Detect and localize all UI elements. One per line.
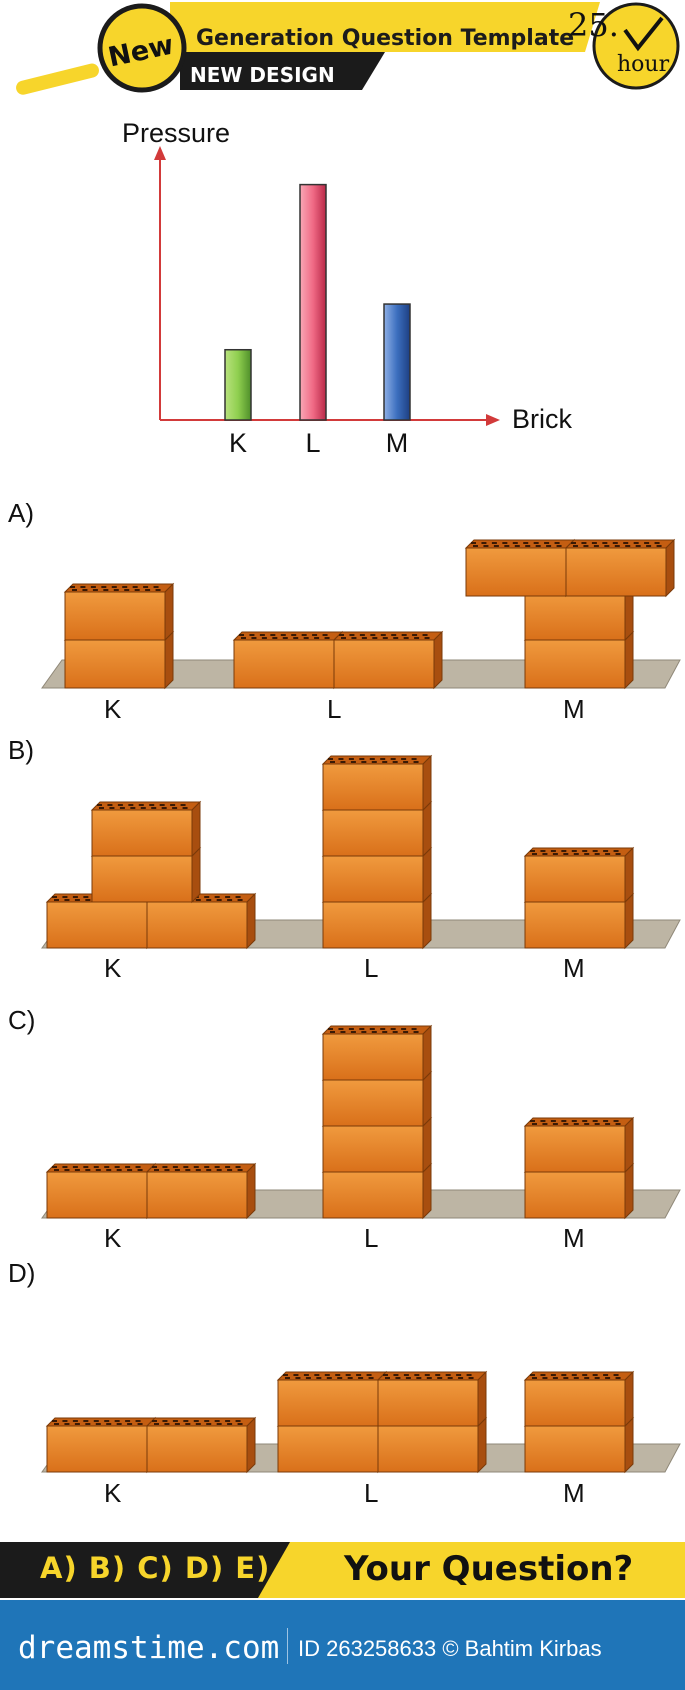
scene-b-k-label: K [104,953,122,983]
brick-a-8 [564,538,676,598]
clock-number: 25. [568,6,619,44]
scene-b-l-label: L [364,953,379,983]
x-axis-arrow [486,414,500,426]
brick-a-1 [63,630,175,690]
scene-d [41,1370,681,1474]
option-b-label: B) [8,735,34,765]
scene-c-k-label: K [104,1223,122,1253]
scene-a-m-label: M [563,694,585,724]
watermark-bar [0,1600,685,1690]
chart-xlabel: Brick [512,404,572,434]
brick-a-4 [332,630,444,690]
pressure-bar-chart: K L M [154,146,500,458]
scene-c [41,1024,681,1220]
header-graphic [16,2,680,95]
scene-a-l-label: L [327,694,342,724]
scene-a-k-label: K [104,694,122,724]
brick-c-8 [523,1116,635,1174]
option-d-label: D) [8,1258,36,1288]
brick-b-4 [90,800,202,858]
brick-d-2 [145,1416,257,1474]
brick-a-3 [232,630,344,690]
header-banner: New Generation Question Template NEW DES… [0,0,685,95]
brick-d-8 [523,1370,635,1428]
brick-b-10 [523,846,635,904]
header-title: Generation Question Template [196,26,575,51]
chart-ylabel: Pressure [122,118,231,148]
scene-b-m-label: M [563,953,585,983]
brick-scenes [41,538,681,1474]
scene-c-m-label: M [563,1223,585,1253]
bar-k [224,348,252,421]
y-axis-arrow [154,146,166,160]
option-c-label: C) [8,1005,36,1035]
answer-choices: A) B) C) D) E) [40,1551,271,1585]
scene-d-m-label: M [563,1478,585,1508]
brick-b-6 [321,846,433,904]
your-question-prompt: Your Question? [344,1549,634,1589]
scene-a [41,538,681,690]
brick-b-8 [321,754,433,812]
brick-c-2 [145,1162,257,1220]
footer-answers-panel [0,1542,290,1598]
bar-m [383,303,411,421]
scene-b [41,754,681,950]
bar-l [299,183,327,421]
tick-label-m: M [386,428,409,458]
watermark-separator [287,1628,288,1664]
brick-d-5 [276,1370,388,1428]
brick-a-2 [63,582,175,642]
brick-c-6 [321,1024,433,1082]
scene-d-k-label: K [104,1478,122,1508]
clock-unit: hour [617,52,670,77]
brick-d-6 [376,1370,488,1428]
scene-c-l-label: L [364,1223,379,1253]
tick-label-l: L [305,428,320,458]
tick-label-k: K [229,428,247,458]
watermark-credit: ID 263258633 © Bahtim Kirbas [298,1636,602,1661]
header-subtitle: NEW DESIGN [190,63,335,87]
brick-c-1 [45,1162,157,1220]
brick-d-1 [45,1416,157,1474]
watermark-logo: dreamstime.com [18,1630,280,1666]
scene-d-l-label: L [364,1478,379,1508]
option-a-label: A) [8,498,34,528]
brick-a-7 [464,538,576,598]
